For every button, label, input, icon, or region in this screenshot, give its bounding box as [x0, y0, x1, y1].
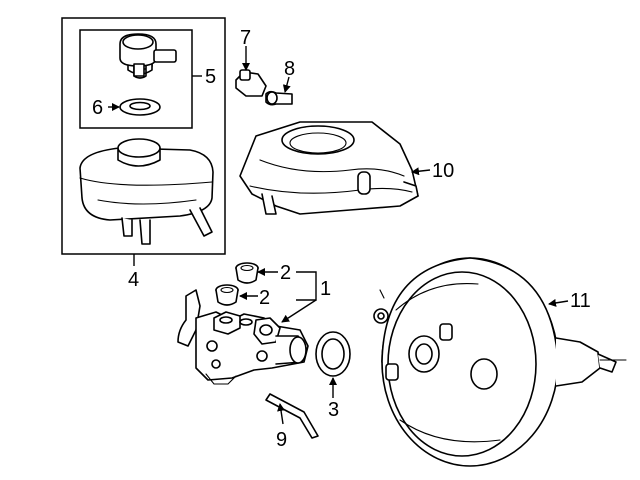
callout-6: 6	[92, 97, 103, 119]
reservoir-grommet-upper	[235, 262, 259, 284]
brake-booster	[373, 257, 627, 467]
vacuum-line	[265, 393, 319, 439]
callout-2-lower: 2	[259, 287, 270, 309]
callout-9: 9	[276, 429, 287, 451]
reservoir-grommet-lower	[215, 284, 239, 306]
callout-8: 8	[284, 58, 295, 80]
master-cylinder-seal	[315, 331, 351, 377]
heat-shield-cover	[239, 121, 419, 215]
callout-7: 7	[240, 27, 251, 49]
reservoir-cap-sensor	[119, 33, 177, 79]
reservoir-seal	[119, 98, 161, 116]
callout-11: 11	[570, 290, 591, 312]
master-cylinder	[177, 289, 309, 385]
callout-3: 3	[328, 399, 339, 421]
callout-1: 1	[320, 278, 331, 300]
callout-2-upper: 2	[280, 262, 291, 284]
callout-5: 5	[205, 66, 216, 88]
sensor-connector	[235, 69, 267, 97]
fluid-reservoir	[79, 138, 214, 245]
mounting-bolt	[265, 90, 293, 106]
cap-group-box	[79, 29, 193, 129]
callout-10: 10	[432, 160, 454, 182]
callout-4: 4	[128, 269, 139, 291]
reservoir-group-box	[61, 17, 226, 255]
